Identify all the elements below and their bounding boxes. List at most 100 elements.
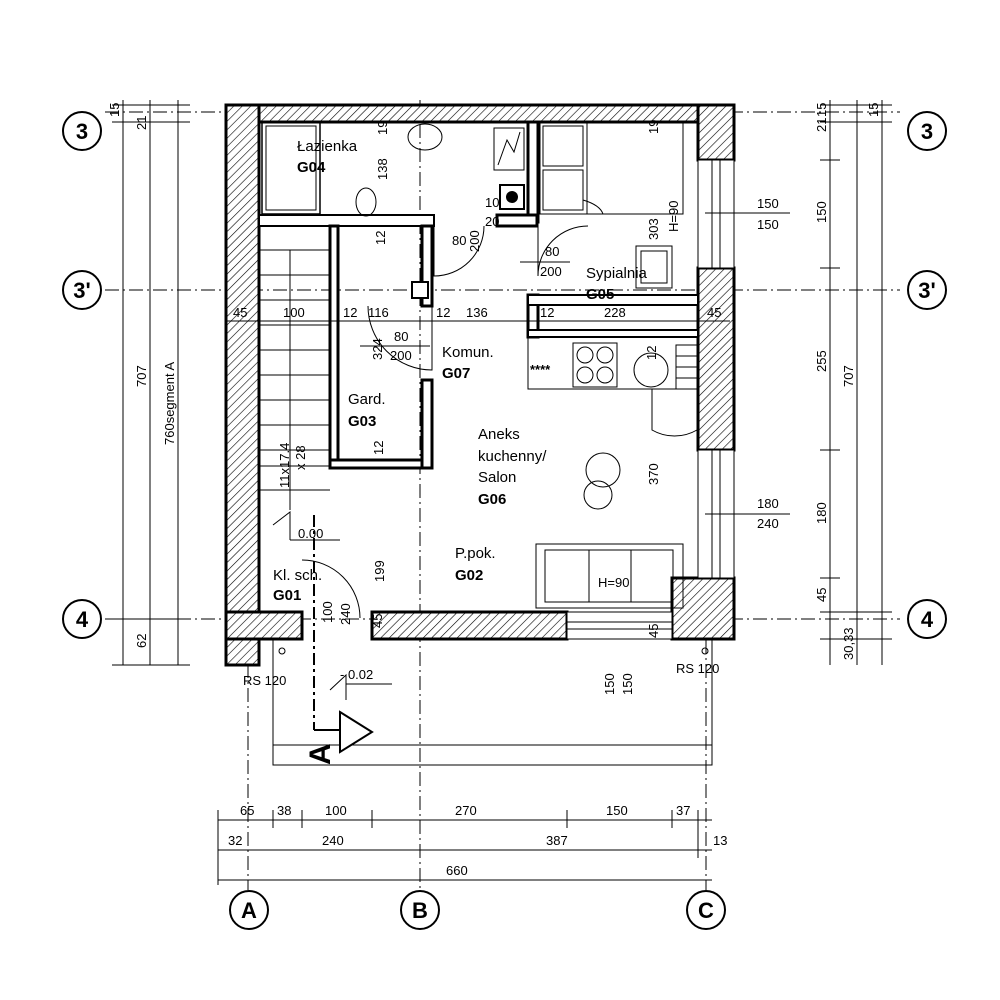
svg-text:Sypialnia: Sypialnia [586,265,648,282]
svg-text:21: 21 [814,118,829,132]
svg-text:13: 13 [713,833,727,848]
svg-text:200: 200 [540,264,562,279]
svg-text:45: 45 [646,624,661,638]
axis-bubble-3-right: 3 [907,111,947,151]
svg-text:45: 45 [814,588,829,602]
svg-text:H=90: H=90 [666,201,681,232]
svg-text:15: 15 [866,103,881,117]
svg-text:4: 4 [921,607,934,632]
svg-text:45: 45 [233,305,247,320]
svg-text:kuchenny/: kuchenny/ [478,448,547,465]
svg-text:4: 4 [76,607,89,632]
svg-text:C: C [698,898,714,923]
svg-text:19: 19 [375,121,390,135]
svg-text:Kl. sch.: Kl. sch. [273,567,322,584]
svg-text:21: 21 [134,116,149,130]
svg-text:12: 12 [644,346,659,360]
svg-text:240: 240 [757,516,779,531]
svg-text:P.pok.: P.pok. [455,545,496,562]
svg-text:G03: G03 [348,413,376,430]
svg-text:138: 138 [375,158,390,180]
svg-text:G05: G05 [586,286,614,303]
svg-text:Komun.: Komun. [442,344,494,361]
svg-text:660: 660 [446,863,468,878]
axis-bubble-b: B [400,890,440,930]
axis-bubble-3-left: 3 [62,111,102,151]
svg-text:387: 387 [546,833,568,848]
svg-text:116: 116 [368,305,389,320]
svg-text:12: 12 [373,231,388,245]
axis-bubble-4-right: 4 [907,599,947,639]
axis-bubble-3p-right: 3' [907,270,947,310]
svg-text:12: 12 [343,305,357,320]
axis-bubble-a: A [229,890,269,930]
terrace-outline [272,639,713,766]
svg-text:10: 10 [485,195,499,210]
svg-text:B: B [412,898,428,923]
svg-text:30,33: 30,33 [841,627,856,660]
inner-dimensions: 19 138 10 20 19 303 H=90 150 150 80 200 … [226,120,790,695]
right-dimensions: 15 21 150 255 180 45 707 15 30,33 [814,100,892,665]
section-line: A [304,515,374,765]
left-dimensions: 15 21 707 62 760segment A [107,100,190,666]
svg-text:G06: G06 [478,491,506,508]
svg-text:****: **** [530,362,551,377]
svg-text:0.00: 0.00 [298,526,323,541]
window-height-label-1: H=90 [598,575,629,590]
external-walls [224,103,736,667]
room-label-g02: P.pok. G02 [455,545,496,584]
svg-text:100: 100 [325,803,347,818]
axis-bubble-4-left: 4 [62,599,102,639]
svg-text:707: 707 [841,365,856,387]
svg-text:15: 15 [107,103,122,117]
svg-text:303: 303 [646,218,661,240]
svg-text:38: 38 [277,803,291,818]
rs-label-right: RS 120 [676,661,719,676]
svg-text:G04: G04 [297,159,326,176]
stairs-label: 11x17.4 [277,443,292,488]
bottom-dimensions: 65 38 100 270 150 37 32 240 387 13 660 [217,803,727,885]
svg-text:32: 32 [228,833,242,848]
svg-text:Gard.: Gard. [348,391,386,408]
fixtures [258,121,699,609]
svg-text:Aneks: Aneks [478,426,520,443]
svg-text:180: 180 [757,496,779,511]
room-label-g05: Sypialnia G05 [586,265,648,303]
svg-text:12: 12 [371,441,386,455]
svg-text:150: 150 [606,803,628,818]
svg-text:150: 150 [757,217,779,232]
svg-text:100: 100 [283,305,305,320]
svg-text:G07: G07 [442,365,470,382]
svg-text:80: 80 [452,233,466,248]
axis-bubble-3p-left: 3' [62,270,102,310]
svg-text:65: 65 [240,803,254,818]
svg-text:12: 12 [540,305,554,320]
room-label-g06: Aneks kuchenny/ Salon G06 [478,426,547,508]
svg-text:19: 19 [646,120,661,134]
svg-text:150: 150 [757,196,779,211]
svg-text:199: 199 [372,560,387,582]
svg-text:760segment A: 760segment A [162,362,177,445]
svg-text:45: 45 [370,614,385,628]
section-mark: A [304,743,337,765]
internal-walls [258,120,699,470]
svg-text:200: 200 [390,348,412,363]
svg-text:20: 20 [485,214,499,229]
svg-text:370: 370 [646,463,661,485]
svg-text:270: 270 [455,803,477,818]
svg-text:62: 62 [134,634,149,648]
svg-text:240: 240 [322,833,344,848]
svg-text:45: 45 [707,305,721,320]
svg-text:180: 180 [814,502,829,524]
svg-text:324: 324 [370,338,385,360]
svg-text:707: 707 [134,365,149,387]
level-marker-floor: 0.00 [272,510,340,541]
svg-text:200: 200 [467,230,482,252]
svg-text:3: 3 [76,119,88,144]
rs-label-left: RS 120 [243,673,286,688]
svg-text:G01: G01 [273,587,301,604]
svg-text:3': 3' [918,278,935,303]
svg-text:G02: G02 [455,567,483,584]
room-label-g03: Gard. G03 [348,391,386,430]
